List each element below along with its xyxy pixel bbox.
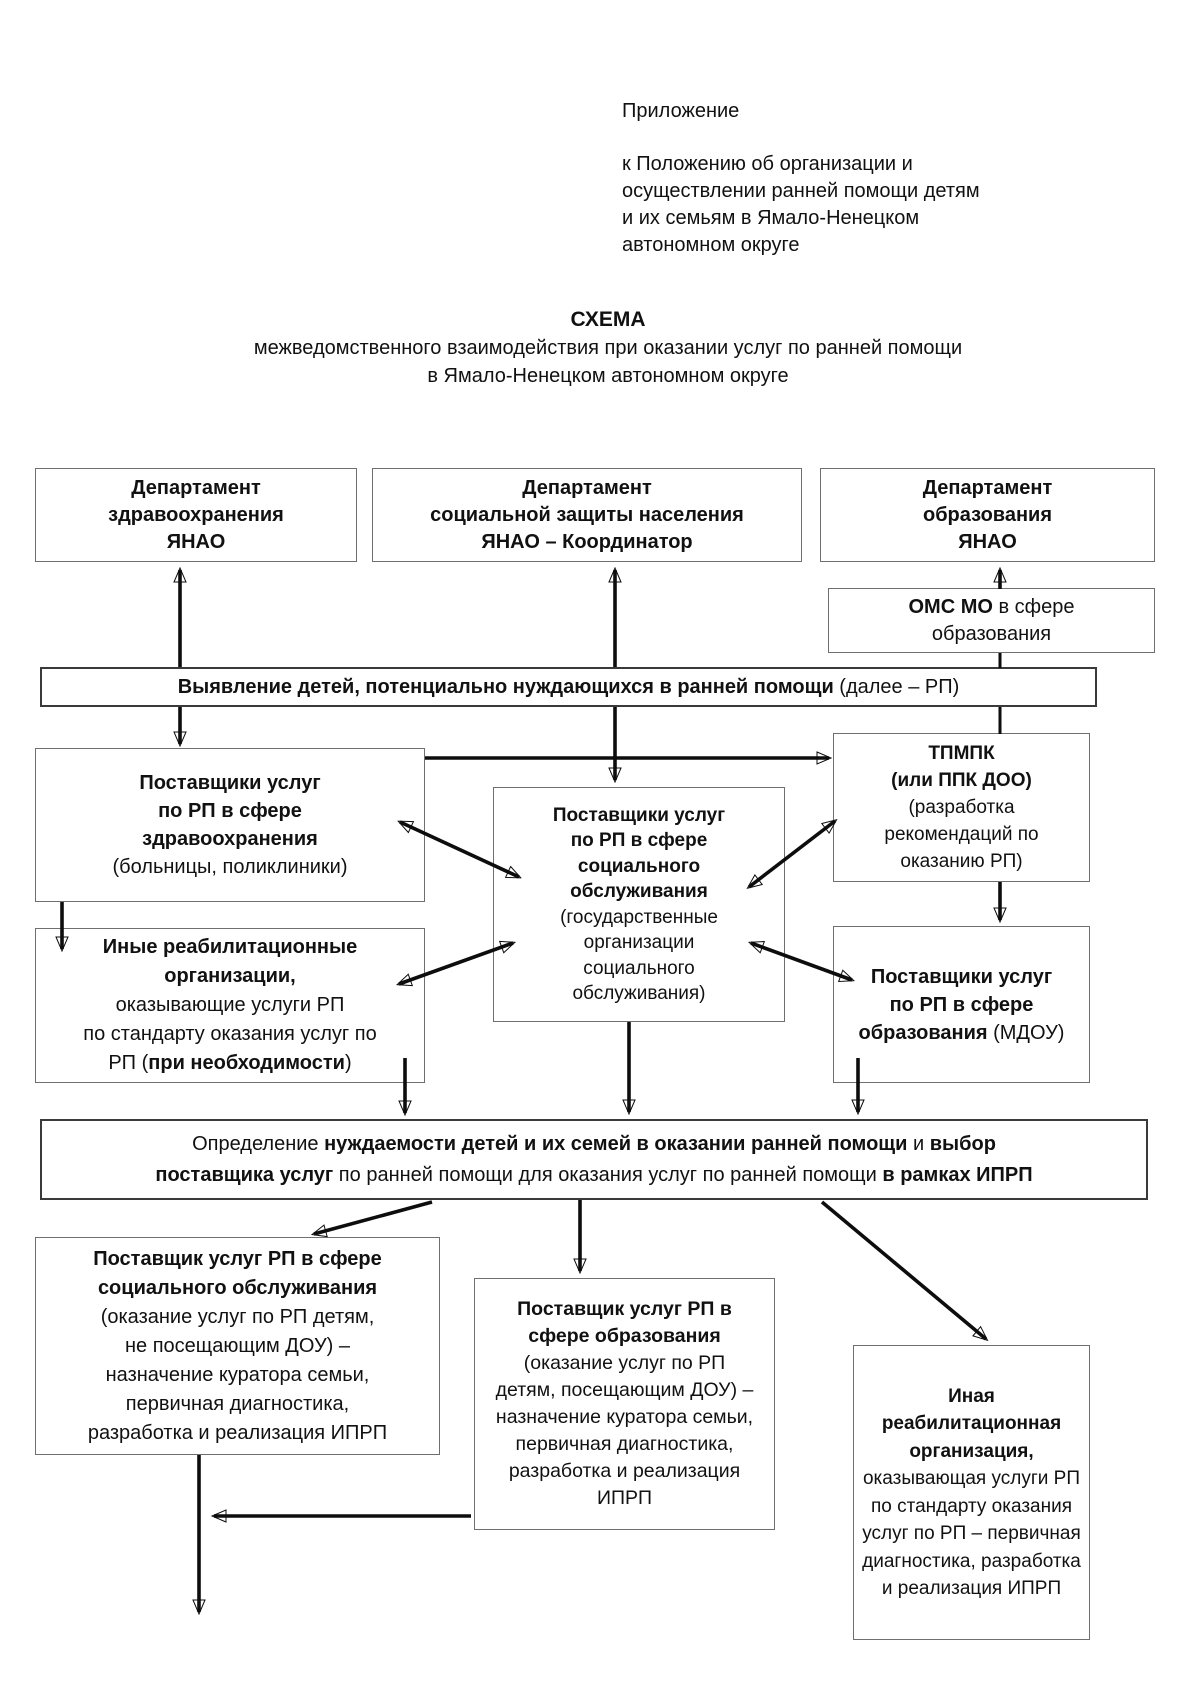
box-providers-social: Поставщики услуг по РП в сфере социально… [493,787,785,1022]
box-dept-education: Департамент образования ЯНАО [820,468,1155,562]
box-providers-social-text: Поставщики услуг по РП в сфере социально… [552,804,726,1004]
box-provider-education-bottom: Поставщик услуг РП в сфере образования (… [474,1278,775,1530]
box-providers-health-text: Поставщики услуг по РП в сфере здравоохр… [112,772,348,878]
box-detection-band: Выявление детей, потенциально нуждающихс… [40,667,1097,707]
box-dept-social-text: Департамент социальной защиты населения … [430,476,744,553]
box-dept-health-text: Департамент здравоохранения ЯНАО [108,476,284,553]
box-providers-education-text: Поставщики услуг по РП в сфере образован… [858,965,1065,1044]
box-oms-mo: ОМС МО в сфере образования [828,588,1155,653]
box-dept-health: Департамент здравоохранения ЯНАО [35,468,357,562]
box-needs-band-text: Определение нуждаемости детей и их семей… [155,1132,1033,1186]
box-other-rehab-bottom: Иная реабилитационная организация, оказы… [853,1345,1090,1640]
box-needs-band: Определение нуждаемости детей и их семей… [40,1119,1148,1200]
box-other-rehab-bottom-text: Иная реабилитационная организация, оказы… [862,1385,1081,1600]
box-providers-education: Поставщики услуг по РП в сфере образован… [833,926,1090,1083]
box-dept-social: Департамент социальной защиты населения … [372,468,802,562]
arrow-needs-to-provider-social-bottom [314,1200,433,1234]
scheme-title: СХЕМА межведомственного взаимодействия п… [40,306,1176,390]
scheme-title-heading: СХЕМА [570,308,646,331]
box-provider-social-bottom: Поставщик услуг РП в сфере социального о… [35,1237,440,1455]
box-tpmpk-text: ТПМПК (или ППК ДОО) (разработка рекоменд… [884,743,1039,872]
box-dept-education-text: Департамент образования ЯНАО [922,476,1053,553]
arrow-needs-to-other-rehab-bottom [820,1200,986,1339]
scheme-title-line1: межведомственного взаимодействия при ока… [253,337,963,359]
appendix-text: к Положению об организации и осуществлен… [622,153,980,256]
box-other-rehab-text: Иные реабилитационные организации, оказы… [83,936,377,1074]
box-oms-mo-text: ОМС МО в сфере образования [908,595,1075,645]
appendix-label: Приложение [622,100,740,122]
box-detection-band-text: Выявление детей, потенциально нуждающихс… [177,676,960,698]
box-providers-health: Поставщики услуг по РП в сфере здравоохр… [35,748,425,902]
box-provider-education-bottom-text: Поставщик услуг РП в сфере образования (… [495,1298,754,1509]
box-tpmpk: ТПМПК (или ППК ДОО) (разработка рекоменд… [833,733,1090,882]
box-provider-social-bottom-text: Поставщик услуг РП в сфере социального о… [87,1247,388,1444]
box-other-rehab: Иные реабилитационные организации, оказы… [35,928,425,1083]
scheme-title-line2: в Ямало-Ненецком автономном округе [427,365,789,387]
